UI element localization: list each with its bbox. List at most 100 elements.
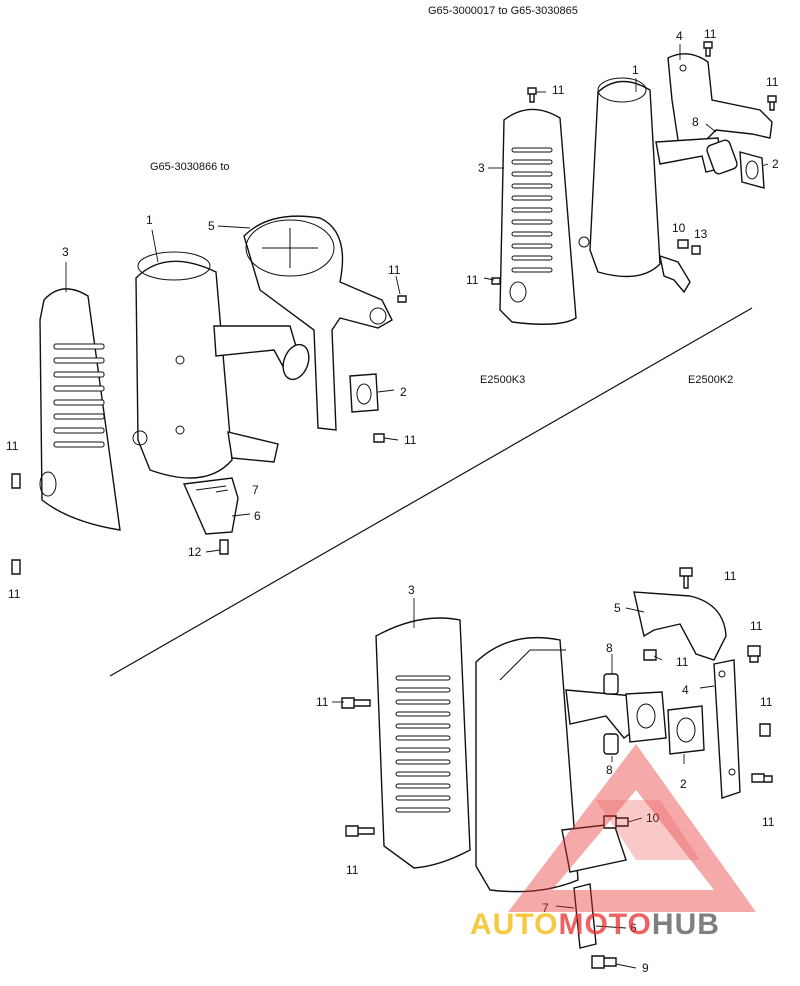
b-bolt-11a — [341, 697, 371, 709]
tl-bolt-11d — [11, 559, 21, 575]
tl-bolt-11b — [373, 433, 385, 443]
tl-label-11d: 11 — [8, 587, 21, 601]
tr-muffler-body-1 — [589, 80, 661, 278]
tr-cover-slots — [511, 147, 553, 273]
tl-label-5: 5 — [208, 219, 215, 233]
b-label-7: 7 — [542, 901, 549, 915]
b-label-11a: 11 — [316, 695, 329, 709]
tr-flange — [706, 139, 738, 175]
watermark-hub: HUB — [652, 908, 720, 941]
b-plate-7-6 — [573, 883, 597, 949]
b-muffler-body-1 — [475, 636, 579, 893]
tl-label-1: 1 — [146, 213, 153, 227]
watermark-auto: AUTO — [470, 908, 558, 941]
b-label-11g: 11 — [346, 863, 359, 877]
tl-label-6: 6 — [254, 509, 261, 523]
tr-leaders — [483, 44, 769, 281]
b-label-11e: 11 — [760, 695, 773, 709]
tr-label-2: 2 — [772, 157, 779, 171]
b-label-11d: 11 — [750, 619, 763, 633]
svg-text:AUTOMOTOHUB: AUTOMOTOHUB — [470, 908, 720, 941]
b-bolt-11e — [759, 723, 771, 737]
tr-label-13: 13 — [694, 227, 708, 241]
tl-bolt-12 — [219, 539, 229, 555]
tl-bolt-11a — [397, 295, 407, 303]
b-cover-3 — [375, 617, 471, 869]
tr-bolt-10 — [677, 239, 689, 249]
b-label-8a: 8 — [606, 641, 613, 655]
b-leaders — [332, 598, 715, 969]
b-label-8b: 8 — [606, 763, 613, 777]
tr-label-11c: 11 — [766, 75, 779, 89]
top-left-assembly: 1 5 3 11 2 11 11 7 6 12 11 — [6, 213, 417, 601]
section-divider — [109, 307, 753, 677]
tl-label-12: 12 — [188, 545, 202, 559]
tl-heat-shield-5 — [243, 215, 393, 431]
tr-label-11d: 11 — [466, 273, 479, 287]
top-right-assembly: 11 4 11 1 11 8 3 2 10 13 11 — [466, 27, 779, 325]
b-label-3: 3 — [408, 583, 415, 597]
b-spacer-8b — [603, 733, 619, 755]
tr-bolt-11c — [767, 95, 777, 111]
b-bolt-11g — [345, 825, 375, 837]
b-bolt-11b — [679, 567, 693, 589]
model-label-k3: E2500K3 — [480, 374, 525, 386]
tr-label-10: 10 — [672, 221, 686, 235]
b-cover-slots — [395, 675, 451, 813]
tl-label-2: 2 — [400, 385, 407, 399]
b-label-11c: 11 — [676, 655, 689, 669]
tr-pipe — [655, 137, 723, 173]
b-spacer-8a — [603, 673, 619, 695]
b-gasket-2 — [667, 705, 705, 755]
tl-mount-bracket — [227, 431, 279, 463]
tl-muffler-body-1 — [135, 260, 233, 479]
watermark-triangle — [508, 744, 756, 912]
b-bolt-11f — [751, 773, 773, 783]
watermark-logo: AUTOMOTOHUB — [470, 744, 756, 941]
tl-plate-7 — [182, 477, 239, 535]
tl-label-11a: 11 — [388, 263, 401, 277]
tr-foot-bracket — [659, 254, 691, 294]
tr-bolt-11d — [491, 277, 501, 285]
b-label-11b: 11 — [724, 569, 737, 583]
b-label-4: 4 — [682, 683, 689, 697]
tr-bolt-13 — [691, 245, 701, 255]
watermark-moto: MOTO — [558, 908, 651, 941]
tr-bolt-11a-left — [527, 87, 537, 103]
b-flange — [625, 691, 667, 743]
tl-pipe-flange — [282, 343, 310, 381]
b-label-11f: 11 — [762, 815, 775, 829]
b-bolt-11c — [643, 649, 657, 661]
tr-label-11a: 11 — [552, 83, 565, 97]
tr-bolt-11a — [703, 41, 713, 57]
tl-label-3: 3 — [62, 245, 69, 259]
tl-label-11b: 11 — [404, 433, 417, 447]
b-heat-shield-5 — [633, 591, 727, 661]
tl-label-11c: 11 — [6, 439, 19, 453]
tr-bracket-4 — [667, 53, 773, 153]
tl-label-7: 7 — [252, 483, 259, 497]
tr-gasket-2 — [739, 151, 765, 189]
b-bolt-11d — [747, 645, 761, 663]
b-bolt-10 — [603, 815, 629, 829]
b-label-9: 9 — [642, 961, 649, 975]
b-label-10: 10 — [646, 811, 660, 825]
tl-bolt-11c — [11, 473, 21, 489]
tr-label-11b: 11 — [704, 27, 717, 41]
b-label-2: 2 — [680, 777, 687, 791]
tr-label-1: 1 — [632, 63, 639, 77]
tr-label-4: 4 — [676, 29, 683, 43]
tr-label-8: 8 — [692, 115, 699, 129]
tl-leaders — [65, 225, 401, 553]
b-strap-4 — [713, 659, 741, 799]
tr-label-3: 3 — [478, 161, 485, 175]
model-label-k2: E2500K2 — [688, 374, 733, 386]
b-label-6: 6 — [630, 921, 637, 935]
tl-gasket-2 — [349, 373, 379, 413]
tr-cover-3 — [499, 108, 577, 325]
b-bolt-9 — [591, 955, 617, 969]
b-label-5: 5 — [614, 601, 621, 615]
serial-range-header-left: G65-3030866 to — [150, 161, 230, 173]
tl-cover-slots — [53, 343, 105, 448]
